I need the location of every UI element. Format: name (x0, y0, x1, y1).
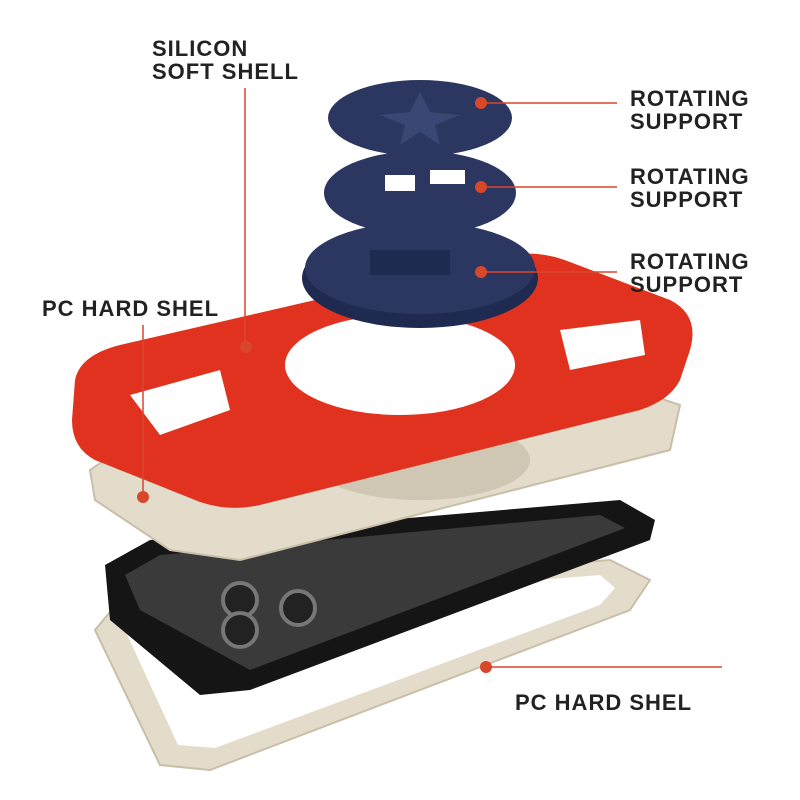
rotating-support-ring-2 (324, 151, 516, 235)
label-line: SILICON (152, 36, 249, 61)
silicon-soft-shell (72, 253, 693, 508)
label-line: SUPPORT (630, 187, 744, 212)
callout-lines (142, 88, 722, 668)
label-rotating-support-3: ROTATING SUPPORT (630, 250, 750, 296)
rotating-support-disc-3 (302, 222, 538, 328)
rotating-support-star-1 (328, 80, 512, 156)
label-line: SUPPORT (630, 109, 744, 134)
label-rotating-support-2: ROTATING SUPPORT (630, 165, 750, 211)
label-line: ROTATING (630, 249, 750, 274)
label-line: SUPPORT (630, 272, 744, 297)
label-pc-hard-shell-left: PC HARD SHEL (42, 296, 220, 321)
callout-dots (137, 97, 492, 673)
label-line: SOFT SHELL (152, 59, 299, 84)
label-rotating-support-1: ROTATING SUPPORT (630, 87, 750, 133)
label-silicon-soft-shell: SILICON SOFT SHELL (152, 37, 299, 83)
label-line: ROTATING (630, 86, 750, 111)
label-pc-hard-shell-bottom: PC HARD SHEL (515, 690, 693, 715)
label-line: ROTATING (630, 164, 750, 189)
